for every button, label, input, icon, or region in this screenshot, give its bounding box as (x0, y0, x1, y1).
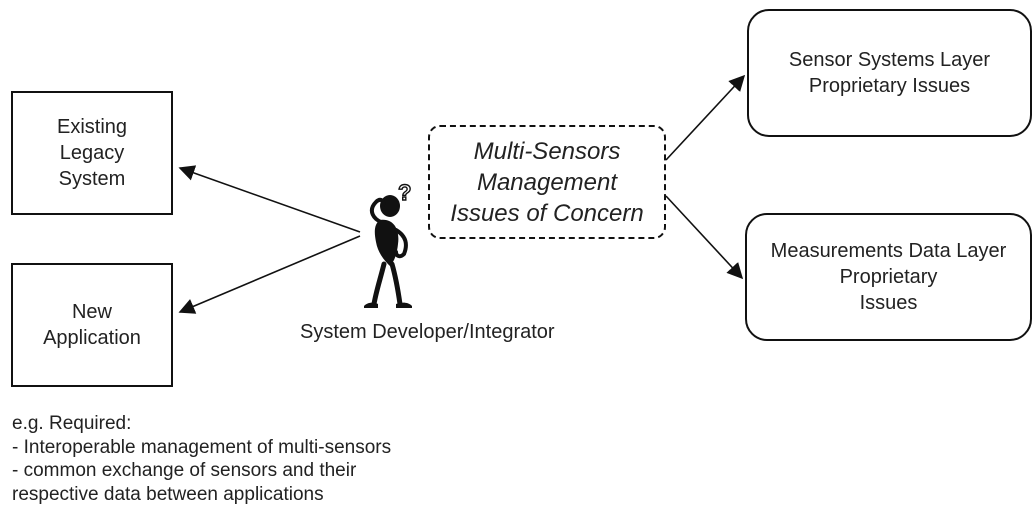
measurements-data-layer-box: Measurements Data Layer Proprietary Issu… (745, 213, 1032, 341)
measurement-box-line-1: Measurements Data Layer (770, 240, 1007, 262)
arrow-to-measurements-data-layer (665, 195, 744, 280)
new-app-box-line-1: New (71, 301, 112, 323)
legacy-box-line-2: Legacy (59, 142, 125, 164)
concern-line-3: Issues of Concern (450, 199, 644, 227)
issues-of-concern-box: Multi-Sensors Management Issues of Conce… (428, 125, 666, 239)
legacy-box-line-1: Existing (56, 116, 128, 138)
question-mark-glyph: ? (398, 180, 411, 205)
measurement-box-line-2: Proprietary (839, 266, 938, 288)
arrow-to-legacy-system (178, 165, 361, 233)
new-app-box-line-2: Application (43, 327, 141, 349)
concern-line-1: Multi-Sensors (473, 137, 621, 165)
new-application-box: New Application (11, 263, 173, 387)
thinking-person-icon: ? (364, 180, 412, 308)
concern-line-2: Management (476, 168, 618, 196)
sensor-box-line-2: Proprietary Issues (808, 75, 971, 97)
sensor-systems-layer-box: Sensor Systems Layer Proprietary Issues (747, 9, 1032, 137)
arrow-to-new-application (178, 235, 361, 314)
requirements-notes: e.g. Required: - Interoperable managemen… (12, 412, 391, 506)
developer-caption: System Developer/Integrator (300, 321, 555, 343)
notes-line-3: - common exchange of sensors and their (12, 460, 357, 481)
arrow-to-sensor-systems-layer (665, 74, 746, 161)
measurement-box-line-3: Issues (859, 292, 918, 314)
notes-line-2: - Interoperable management of multi-sens… (12, 436, 392, 458)
notes-line-1: e.g. Required: (12, 413, 132, 434)
notes-line-4: respective data between applications (12, 483, 324, 505)
existing-legacy-system-box: Existing Legacy System (11, 91, 173, 215)
legacy-box-line-3: System (58, 168, 126, 190)
sensor-box-line-1: Sensor Systems Layer (788, 49, 991, 71)
